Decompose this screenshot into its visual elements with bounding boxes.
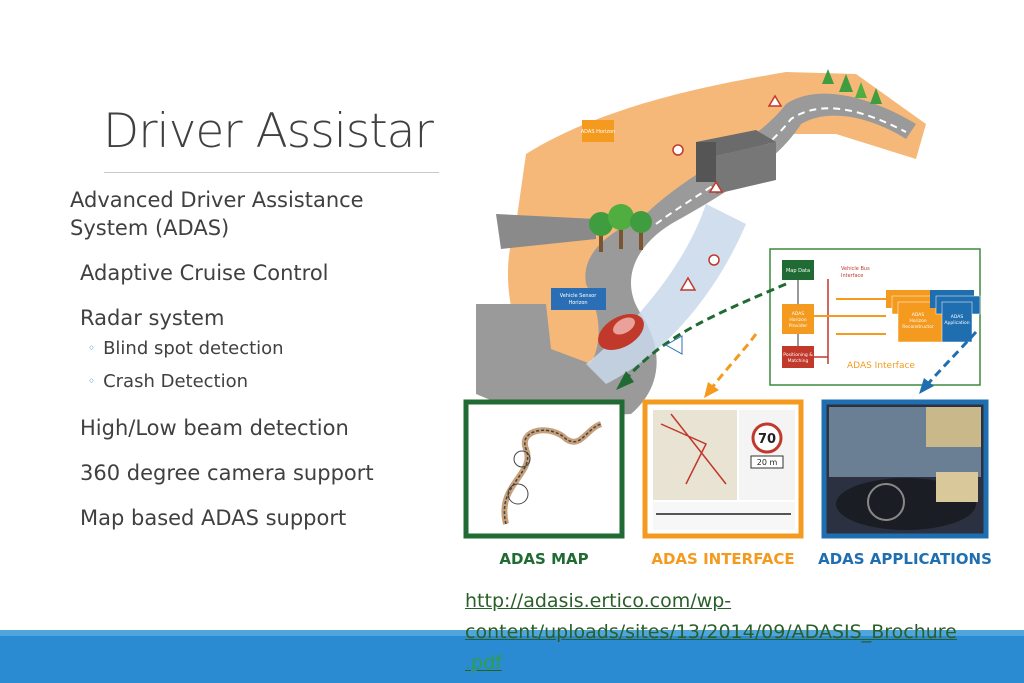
terrain-band bbox=[507, 72, 926, 394]
tree-group-top bbox=[822, 69, 882, 104]
road bbox=[476, 93, 916, 419]
footer-bar bbox=[0, 636, 1024, 683]
tree-group-left bbox=[589, 204, 652, 252]
provider-label-1: ADAS bbox=[792, 311, 805, 317]
adas-interface-label: ADAS Interface bbox=[847, 361, 915, 371]
vehicle-bus-label-2: Interface bbox=[841, 273, 863, 279]
subitem-blind-spot-label: Blind spot detection bbox=[103, 338, 284, 359]
item-map-adas: Map based ADAS support bbox=[80, 506, 347, 530]
source-link-line-2[interactable]: content/uploads/sites/13/2014/09/ADASIS_… bbox=[465, 621, 957, 643]
source-link-line-1[interactable]: http://adasis.ertico.com/wp- bbox=[465, 590, 732, 612]
speed-limit-icon bbox=[751, 422, 783, 454]
slide-title: Driver Assistar bbox=[103, 104, 434, 159]
adas-diagram: ADAS Horizon Vehicle Sensor Horizon Map … bbox=[463, 69, 992, 568]
positioning-label-2: Matching bbox=[788, 358, 809, 364]
road-left-branch bbox=[496, 214, 596, 249]
subitem-crash: ◦ Crash Detection bbox=[88, 369, 450, 394]
item-360-camera: 360 degree camera support bbox=[80, 461, 374, 485]
item-beam: High/Low beam detection bbox=[80, 416, 349, 440]
map-data-label: Map Data bbox=[786, 268, 810, 274]
speed-limit-value: 70 bbox=[758, 432, 776, 447]
reconstructor-label-3: Reconstructor bbox=[902, 324, 934, 330]
adas-horizon-label: ADAS Horizon bbox=[581, 129, 615, 135]
provider-label-2: Horizon bbox=[789, 317, 806, 323]
warning-signs bbox=[672, 94, 783, 291]
panel-label-adas-interface: ADAS INTERFACE bbox=[651, 550, 794, 568]
bullet-icon: ◦ bbox=[88, 374, 96, 388]
source-link[interactable]: http://adasis.ertico.com/wp- content/upl… bbox=[465, 586, 985, 679]
bullet-icon: ◦ bbox=[88, 341, 96, 355]
title-divider bbox=[104, 172, 439, 173]
white-arrow bbox=[675, 332, 749, 346]
bullet-list: Advanced Driver Assistance System (ADAS)… bbox=[70, 186, 450, 532]
application-label-1: ADAS bbox=[951, 314, 964, 320]
provider-label-3: Provider bbox=[789, 323, 808, 329]
car bbox=[598, 313, 644, 351]
distance-value: 20 m bbox=[757, 458, 778, 467]
sensor-horizon-label-1: Vehicle Sensor bbox=[560, 293, 598, 299]
green-arrow-to-map bbox=[624, 282, 787, 380]
positioning-label-1: Positioning & bbox=[783, 352, 813, 358]
panel-label-adas-map: ADAS MAP bbox=[499, 550, 588, 568]
orange-arrow-to-interface bbox=[709, 333, 758, 390]
panel-label-adas-applications: ADAS APPLICATIONS bbox=[818, 550, 992, 568]
subitem-crash-label: Crash Detection bbox=[103, 371, 249, 392]
blue-arrow-to-applications bbox=[924, 330, 978, 387]
subitem-blind-spot: ◦ Blind spot detection bbox=[88, 336, 450, 361]
source-link-line-3[interactable]: .pdf bbox=[465, 652, 502, 674]
reconstructor-label-1: ADAS bbox=[912, 312, 925, 318]
application-label-2: Application bbox=[944, 320, 969, 326]
sensor-horizon-label-2: Horizon bbox=[568, 300, 587, 306]
intro-line-1: Advanced Driver Assistance bbox=[70, 188, 364, 212]
building bbox=[696, 130, 776, 194]
item-adaptive-cruise: Adaptive Cruise Control bbox=[80, 261, 329, 285]
vehicle-bus-label-1: Vehicle Bus bbox=[841, 266, 870, 272]
reconstructor-label-2: Horizon bbox=[909, 318, 926, 324]
road-centerline bbox=[655, 107, 907, 225]
item-radar: Radar system bbox=[80, 306, 225, 330]
footer-accent-line bbox=[0, 630, 1024, 636]
intro-line-2: System (ADAS) bbox=[70, 216, 230, 240]
